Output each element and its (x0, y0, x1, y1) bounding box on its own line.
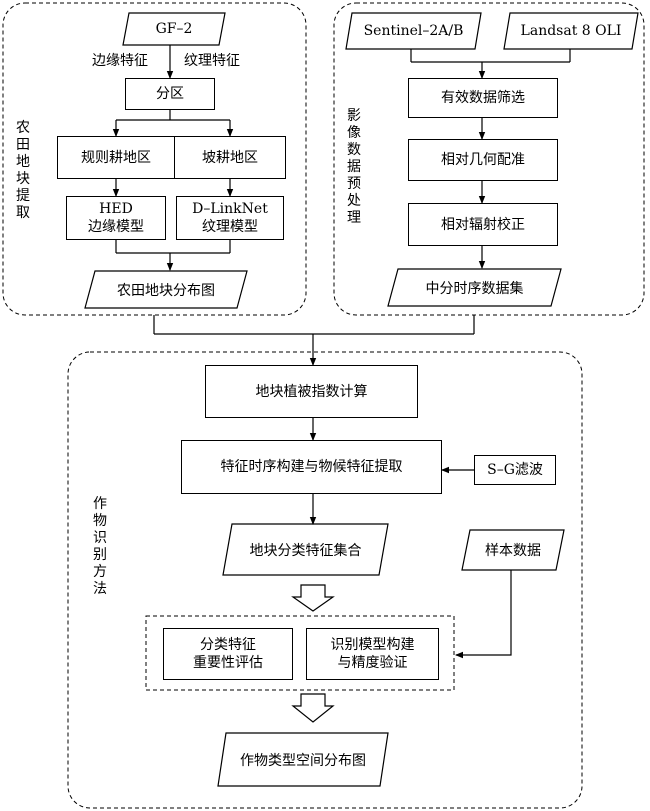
gf2-shape (122, 12, 226, 46)
hed-model-box: HED 边缘模型 (66, 196, 166, 240)
geo-registration-box: 相对几何配准 (408, 139, 558, 181)
edge-feature-label: 边缘特征 (92, 53, 148, 69)
mid-res-dataset: 中分时序数据集 (425, 280, 524, 297)
right-group-container (333, 2, 645, 316)
samples: 样本数据 (485, 543, 541, 559)
gf2-source: GF–2 (155, 21, 193, 37)
hollow-arrow (291, 584, 335, 612)
bottom-group-label: 作物识别方法 (93, 496, 107, 597)
slope-land-box: 坡耕地区 (174, 136, 286, 179)
zoning-box: 分区 (125, 78, 215, 110)
parcel-map-shape (84, 270, 248, 309)
sentinel-shape (345, 12, 482, 50)
connector (455, 570, 512, 659)
landsat-source: Landsat 8 OLI (520, 23, 622, 39)
crop-map-shape (217, 732, 389, 787)
right-group-label: 影像数据预处理 (347, 108, 361, 226)
model-subgroup-container (145, 615, 455, 691)
dlinknet-model-box: D–LinkNet 纹理模型 (176, 196, 284, 240)
landsat-shape (503, 12, 639, 50)
regular-land-box: 规则耕地区 (57, 136, 175, 179)
dataset-shape (387, 268, 562, 307)
left-group-container (2, 2, 307, 316)
left-group-label: 农田地块提取 (16, 120, 30, 221)
sg-filter-box: S–G滤波 (474, 455, 556, 485)
valid-filter-box: 有效数据筛选 (408, 78, 558, 118)
hollow-arrow (291, 693, 335, 723)
radiometric-correction-box: 相对辐射校正 (408, 203, 558, 246)
feature-set-shape (222, 523, 389, 576)
importance-box: 分类特征 重要性评估 (163, 628, 293, 680)
parcel-map: 农田地块分布图 (117, 282, 215, 299)
texture-feature-label: 纹理特征 (184, 53, 240, 69)
model-build-box: 识别模型构建 与精度验证 (306, 628, 439, 680)
feature-set: 地块分类特征集合 (249, 542, 362, 559)
vegetation-index-box: 地块植被指数计算 (205, 365, 418, 418)
samples-shape (461, 529, 565, 571)
feature-construction-box: 特征时序构建与物候特征提取 (181, 440, 442, 494)
crop-map: 作物类型空间分布图 (240, 752, 366, 769)
bottom-group-container (67, 351, 583, 809)
sentinel-source: Sentinel–2A/B (363, 23, 464, 39)
